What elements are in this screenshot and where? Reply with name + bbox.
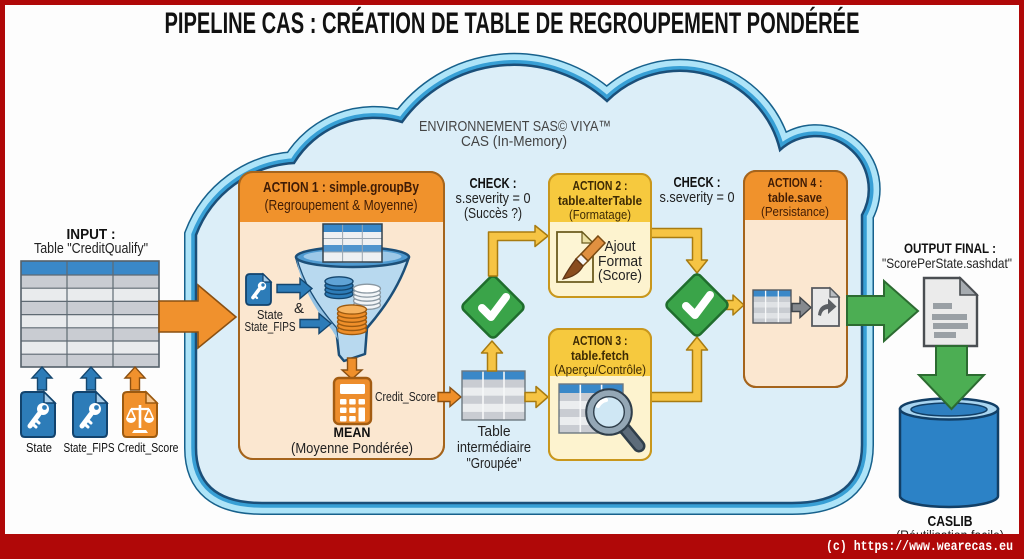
svg-text:table.alterTable: table.alterTable	[558, 193, 642, 208]
svg-text:ACTION 4 :: ACTION 4 :	[768, 175, 823, 190]
svg-text:ACTION 1 : simple.groupBy: ACTION 1 : simple.groupBy	[263, 179, 420, 196]
svg-text:s.severity = 0: s.severity = 0	[660, 189, 735, 206]
svg-text:State: State	[26, 440, 52, 455]
svg-text:CAS (In-Memory): CAS (In-Memory)	[461, 133, 567, 150]
svg-text:Ajout: Ajout	[605, 238, 637, 255]
svg-text:(Aperçu/Contrôle): (Aperçu/Contrôle)	[554, 362, 646, 377]
svg-text:(Formatage): (Formatage)	[569, 207, 631, 222]
svg-text:ENVIRONNEMENT SAS© VIYA™: ENVIRONNEMENT SAS© VIYA™	[419, 118, 611, 135]
svg-text:ACTION 2 :: ACTION 2 :	[573, 178, 628, 193]
svg-text:(Succès ?): (Succès ?)	[464, 205, 522, 222]
svg-text:(Regroupement & Moyenne): (Regroupement & Moyenne)	[265, 197, 418, 214]
svg-text:Credit_Score: Credit_Score	[375, 389, 436, 404]
svg-text:Credit_Score: Credit_Score	[118, 440, 179, 455]
svg-text:MEAN: MEAN	[334, 424, 371, 440]
svg-text:"ScorePerState.sashdat": "ScorePerState.sashdat"	[882, 255, 1012, 271]
svg-text:CHECK :: CHECK :	[470, 175, 517, 192]
svg-text:Table "CreditQualify": Table "CreditQualify"	[34, 240, 148, 257]
svg-text:(Persistance): (Persistance)	[761, 204, 829, 219]
svg-text:table.save: table.save	[768, 190, 822, 205]
svg-text:PIPELINE CAS : CRÉATION DE TAB: PIPELINE CAS : CRÉATION DE TABLE DE REGR…	[165, 6, 860, 40]
svg-text:&: &	[294, 300, 304, 317]
svg-text:OUTPUT FINAL :: OUTPUT FINAL :	[904, 240, 996, 256]
svg-text:Table: Table	[478, 423, 511, 440]
svg-text:"Groupée": "Groupée"	[467, 455, 522, 472]
svg-text:intermédiaire: intermédiaire	[457, 439, 531, 456]
svg-text:s.severity = 0: s.severity = 0	[456, 190, 531, 207]
svg-text:State_FIPS: State_FIPS	[64, 440, 115, 455]
svg-text:Format: Format	[598, 253, 643, 270]
svg-text:State_FIPS: State_FIPS	[245, 319, 296, 334]
svg-text:INPUT :: INPUT :	[67, 226, 116, 243]
svg-text:CASLIB: CASLIB	[928, 513, 973, 530]
svg-text:(c) https://www.wearecas.eu: (c) https://www.wearecas.eu	[826, 539, 1013, 555]
svg-text:(Score): (Score)	[598, 267, 642, 284]
svg-text:State: State	[257, 307, 283, 322]
svg-text:table.fetch: table.fetch	[571, 348, 629, 363]
svg-text:ACTION 3 :: ACTION 3 :	[573, 333, 628, 348]
svg-text:CHECK :: CHECK :	[674, 174, 721, 191]
svg-text:(Moyenne Pondérée): (Moyenne Pondérée)	[291, 440, 413, 457]
